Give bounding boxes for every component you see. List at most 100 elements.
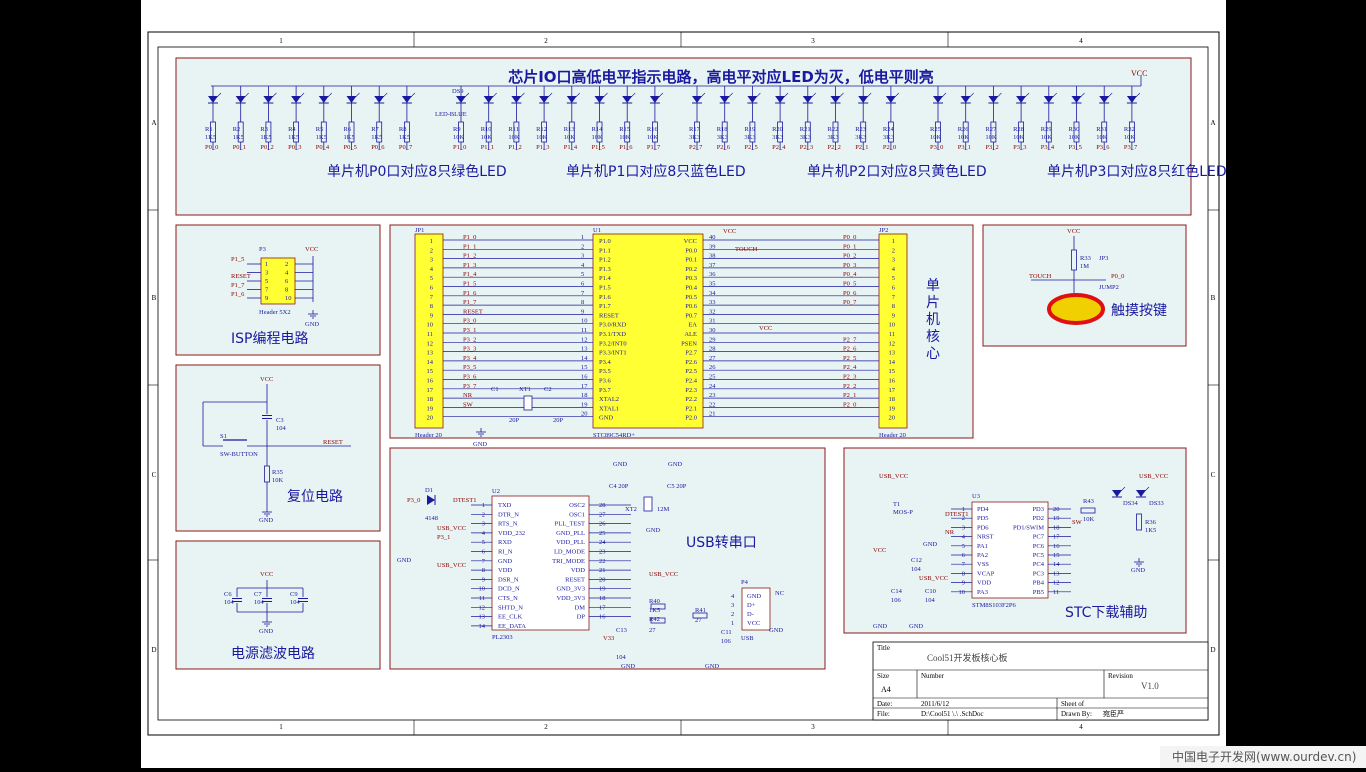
p4-pin-number: 3 bbox=[731, 602, 734, 609]
led-diode bbox=[483, 96, 494, 103]
led-ray bbox=[603, 92, 608, 98]
net-label: P0_2 bbox=[843, 253, 856, 260]
u2-pin-name: RI_N bbox=[498, 549, 513, 556]
resistor-ref: R18 bbox=[717, 126, 728, 133]
u2-pin-number: 5 bbox=[482, 539, 485, 546]
cap-label: C5 20P bbox=[667, 483, 687, 490]
resistor-value: 1K5 bbox=[233, 134, 244, 141]
vcc-label: VCC bbox=[723, 228, 736, 235]
r36-body bbox=[1136, 513, 1142, 531]
isp-pin-number: 2 bbox=[285, 261, 288, 268]
grid-row-label: B bbox=[152, 294, 157, 302]
net-label: P0_4 bbox=[843, 271, 857, 278]
p4-body bbox=[741, 587, 771, 631]
resistor-value: 1K5 bbox=[399, 134, 410, 141]
u2-pin-name: EE_CLK bbox=[498, 614, 522, 621]
resistor-ref: R21 bbox=[800, 126, 811, 133]
u1-pin-number: 39 bbox=[709, 243, 716, 250]
jp1-part: Header 20 bbox=[415, 432, 442, 439]
grid-column-label: 2 bbox=[544, 37, 548, 45]
p4-pin-name: GND bbox=[747, 593, 761, 600]
led-diode bbox=[1112, 490, 1122, 497]
gnd-label: GND bbox=[705, 663, 719, 670]
resistor-ref: R13 bbox=[564, 126, 575, 133]
resistor-ref: R11 bbox=[508, 126, 519, 133]
jp1-pin-number: 9 bbox=[430, 312, 433, 319]
u3-pin-number: 5 bbox=[962, 543, 965, 550]
u2-pin-name: VDD bbox=[571, 567, 585, 574]
led-diode bbox=[346, 96, 357, 103]
p4-ref: P4 bbox=[741, 579, 749, 586]
u1-part: STC89C54RD+ bbox=[593, 432, 635, 439]
u1-pin-number: 3 bbox=[581, 253, 584, 260]
led-ray bbox=[272, 92, 277, 98]
jp1-pin-number: 15 bbox=[427, 368, 434, 375]
jp2-pin-number: 20 bbox=[889, 415, 896, 422]
p4-pin-number: 2 bbox=[731, 611, 734, 618]
cap-ref: C10 bbox=[925, 588, 936, 595]
u3-pin-name: PA1 bbox=[977, 543, 988, 550]
led-diode bbox=[374, 96, 385, 103]
resistor-value: 10K bbox=[647, 134, 659, 141]
net-label: P1_0 bbox=[463, 234, 476, 241]
u2-pin-name: DTR_N bbox=[498, 511, 519, 518]
switch-ref: S1 bbox=[220, 433, 227, 440]
u1-pin-name: P2.5 bbox=[685, 368, 697, 375]
resistor-ref: R8 bbox=[399, 126, 407, 133]
u2-pin-name: RXD bbox=[498, 539, 512, 546]
jp2-part: Header 20 bbox=[879, 432, 906, 439]
u3-pin-name: PD1/SWIM bbox=[1013, 524, 1044, 531]
cap-value: 104 bbox=[290, 599, 301, 606]
net-label: P0_3 bbox=[843, 262, 856, 269]
led-ray bbox=[1135, 92, 1141, 98]
u3-pin-name: PC7 bbox=[1033, 534, 1045, 541]
led-ray bbox=[1144, 486, 1150, 492]
u1-pin-number: 22 bbox=[709, 401, 716, 408]
file-label: File: bbox=[877, 710, 890, 718]
resistor-ref: R29 bbox=[1041, 126, 1052, 133]
u1-pin-number: 13 bbox=[581, 346, 588, 353]
led-ray bbox=[464, 92, 470, 98]
u2-body bbox=[491, 495, 590, 631]
jp2-pin-number: 6 bbox=[892, 285, 896, 292]
isp-pin-number: 10 bbox=[285, 295, 292, 302]
u3-pin-name: PD4 bbox=[977, 506, 989, 513]
resistor-ref: R16 bbox=[647, 126, 659, 133]
net-label: P0_2 bbox=[260, 144, 273, 151]
u1-pin-name: P2.7 bbox=[685, 350, 697, 357]
resistor-value: 10K bbox=[481, 134, 493, 141]
net-label: P0_7 bbox=[399, 144, 413, 151]
resistor-value: 3K3 bbox=[800, 134, 811, 141]
isp-caption: ISP编程电路 bbox=[231, 331, 308, 347]
u1-pin-number: 33 bbox=[709, 299, 716, 306]
jp2-pin-number: 2 bbox=[892, 247, 895, 254]
resistor-value: 10K bbox=[1013, 134, 1025, 141]
u1-pin-number: 11 bbox=[581, 327, 587, 334]
file-value: D:\Cool51 \.\ .SchDoc bbox=[921, 710, 984, 718]
led-ray bbox=[1024, 92, 1030, 98]
resistor-ref: R23 bbox=[855, 126, 866, 133]
u2-pin-name: GND_PLL bbox=[556, 530, 585, 537]
net-label: P3_1 bbox=[958, 144, 971, 151]
net-label: P1_1 bbox=[481, 144, 494, 151]
u1-pin-number: 38 bbox=[709, 253, 716, 260]
net-label: NR bbox=[945, 529, 955, 536]
u1-pin-name: P3.0/RXD bbox=[599, 322, 627, 329]
u2-pin-name: RTS_N bbox=[498, 521, 518, 528]
u3-pin-number: 7 bbox=[962, 561, 966, 568]
grid-column-label: 2 bbox=[544, 723, 548, 731]
u2-pin-number: 4 bbox=[482, 530, 486, 537]
led-diode bbox=[594, 96, 605, 103]
u1-pin-name: P1.2 bbox=[599, 257, 611, 264]
net-label: P1_7 bbox=[463, 299, 477, 306]
ds9-label: DS9 bbox=[452, 88, 464, 95]
net-label: SW bbox=[1072, 519, 1083, 526]
cap-value: 20P bbox=[509, 417, 520, 424]
u1-pin-number: 29 bbox=[709, 336, 716, 343]
isp-part: Header 5X2 bbox=[259, 309, 291, 316]
diode bbox=[427, 495, 435, 505]
u3-pin-name: PC5 bbox=[1033, 552, 1044, 559]
